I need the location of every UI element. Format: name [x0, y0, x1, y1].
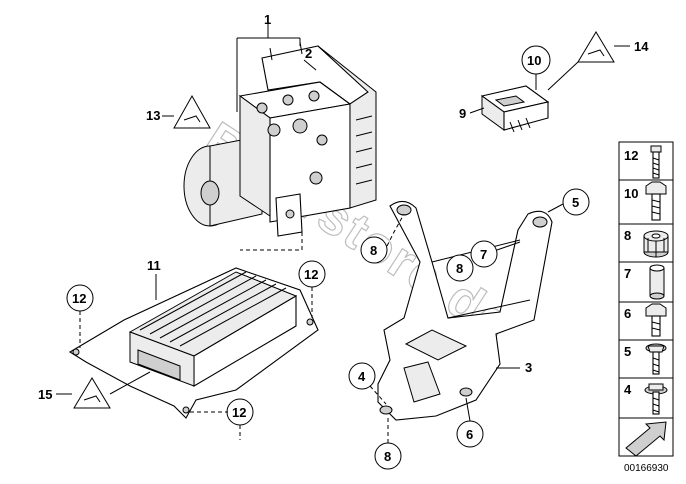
hex-bolt-icon	[645, 181, 667, 221]
yaw-rate-sensor	[480, 85, 550, 133]
callout-13: 13	[146, 108, 160, 123]
callout-1: 1	[264, 12, 271, 27]
callout-12: 12	[232, 405, 246, 420]
parts-legend: 12 10 8 7 6 5 4	[618, 141, 674, 457]
hex-bolt-short-icon	[645, 303, 667, 337]
warning-triangle-icon	[577, 31, 615, 63]
callout-7: 7	[480, 247, 487, 262]
callout-8: 8	[384, 449, 391, 464]
warning-triangle-icon	[173, 94, 211, 129]
bolt-long-icon	[650, 145, 662, 179]
callout-9: 9	[459, 106, 466, 121]
legend-label: 6	[624, 306, 631, 321]
legend-label: 5	[624, 344, 631, 359]
callout-8: 8	[370, 243, 377, 258]
abs-hydraulic-unit	[183, 41, 377, 237]
callout-6: 6	[466, 427, 473, 442]
legend-label: 8	[624, 228, 631, 243]
rubber-grommet-icon	[643, 230, 669, 258]
callout-12: 12	[72, 291, 86, 306]
callout-3: 3	[525, 360, 532, 375]
legend-label: 7	[624, 266, 631, 281]
mounting-bracket	[377, 200, 553, 421]
callout-2: 2	[305, 46, 312, 61]
warning-triangle-icon	[73, 377, 111, 409]
screw-washer-icon	[645, 343, 667, 375]
callout-5: 5	[572, 195, 579, 210]
callout-12: 12	[304, 267, 318, 282]
legend-label: 4	[624, 382, 632, 397]
control-unit	[68, 267, 319, 419]
document-number: 00166930	[624, 463, 669, 474]
legend-label: 12	[624, 148, 638, 163]
flange-screw-icon	[644, 383, 668, 415]
callout-8: 8	[456, 261, 463, 276]
callout-15: 15	[38, 387, 52, 402]
arrow-icon	[625, 421, 667, 457]
legend-label: 10	[624, 186, 638, 201]
callout-4: 4	[358, 369, 366, 384]
callout-14: 14	[634, 39, 649, 54]
callout-10: 10	[527, 53, 541, 68]
callout-11: 11	[147, 258, 161, 273]
sleeve-icon	[649, 264, 665, 300]
